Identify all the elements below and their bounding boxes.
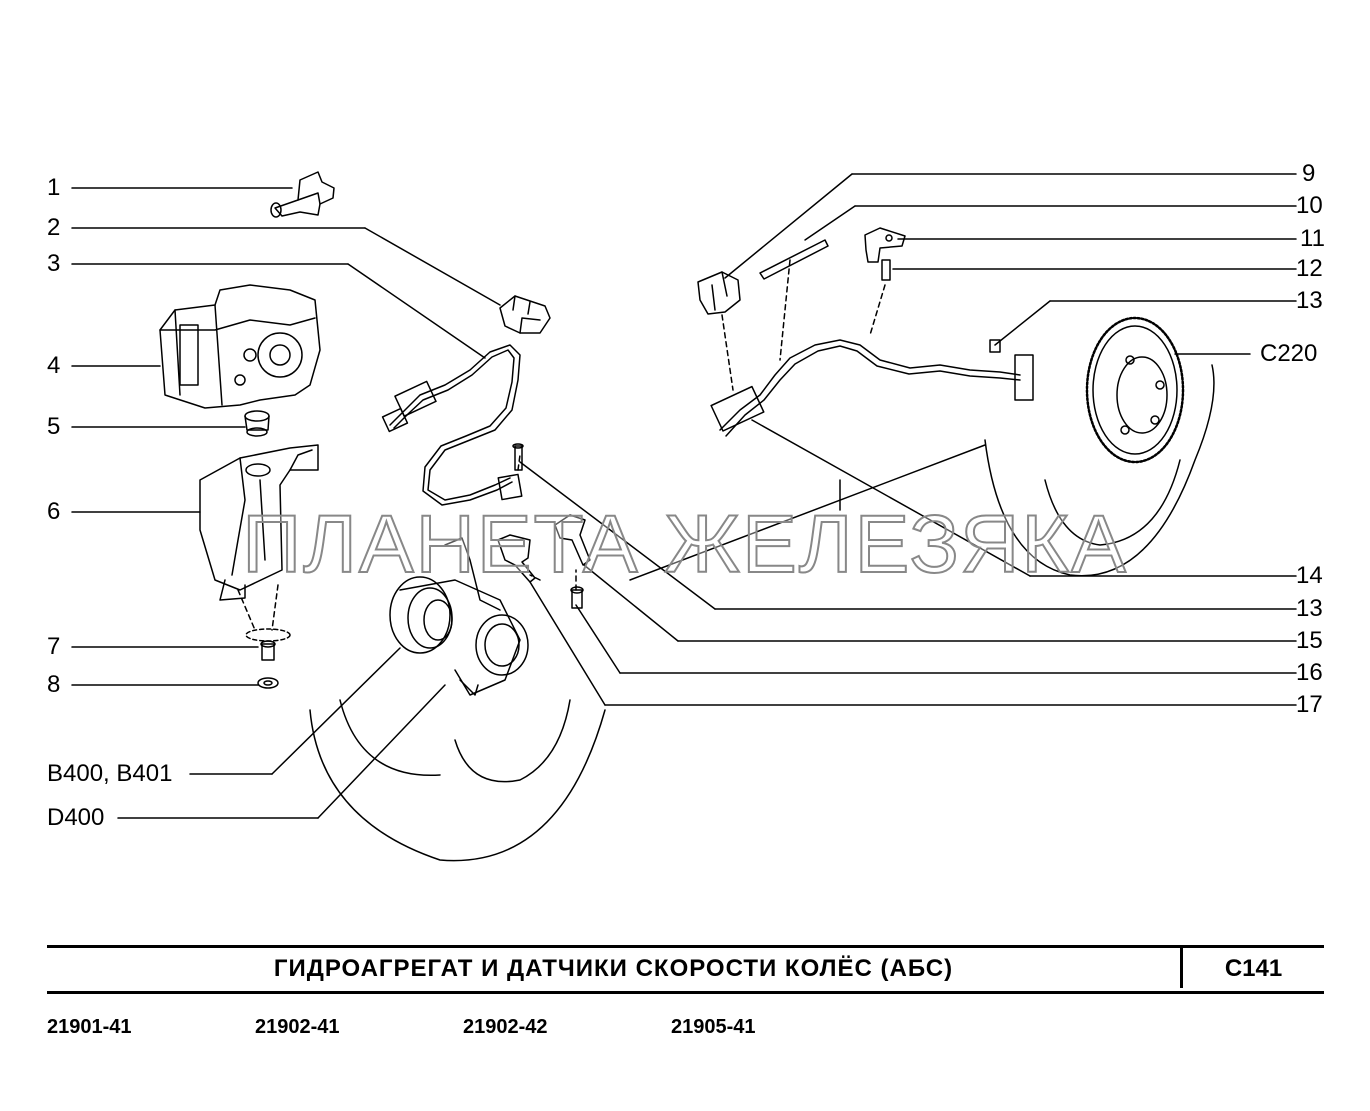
part-6-bracket bbox=[199, 444, 319, 601]
part-12-bolt bbox=[881, 259, 891, 281]
title-divider bbox=[1180, 945, 1183, 988]
title-frame bbox=[47, 945, 1324, 994]
part-3-harness bbox=[381, 344, 523, 506]
part-14-rear-harness bbox=[710, 339, 1034, 437]
callout-2: 2 bbox=[47, 214, 61, 241]
part-13-bolt-lower bbox=[512, 443, 524, 471]
watermark: ПЛАНЕТА ЖЕЛЕЗЯКА bbox=[241, 499, 1128, 591]
callout-13-lower: 13 bbox=[1296, 595, 1323, 622]
callout-16: 16 bbox=[1296, 659, 1323, 686]
leader-lines-right bbox=[519, 173, 1297, 706]
model-code: 21901-41 bbox=[47, 1016, 132, 1038]
callout-17: 17 bbox=[1296, 691, 1323, 718]
construction-lines bbox=[629, 444, 986, 581]
hub-bearing-assembly bbox=[309, 537, 606, 862]
callout-3: 3 bbox=[47, 250, 61, 277]
callout-4: 4 bbox=[47, 352, 61, 379]
part-15-bracket bbox=[554, 514, 591, 566]
part-16-bolt bbox=[570, 586, 584, 609]
part-5-grommet bbox=[244, 410, 270, 437]
part-10-strap bbox=[759, 239, 829, 280]
callout-d400: D400 bbox=[47, 804, 105, 831]
callout-15: 15 bbox=[1296, 627, 1323, 654]
model-code: 21905-41 bbox=[671, 1016, 756, 1038]
callout-11: 11 bbox=[1300, 225, 1325, 252]
callout-10: 10 bbox=[1296, 192, 1323, 219]
callout-8: 8 bbox=[47, 671, 61, 698]
part-11-bracket bbox=[864, 227, 906, 263]
callout-14: 14 bbox=[1296, 562, 1323, 589]
part-4-abs-unit bbox=[159, 284, 321, 409]
callout-5: 5 bbox=[47, 413, 61, 440]
callout-7: 7 bbox=[47, 633, 61, 660]
c220-reluctor-ring bbox=[984, 316, 1215, 577]
diagram-title: ГИДРОАГРЕГАТ И ДАТЧИКИ СКОРОСТИ КОЛЁС (А… bbox=[273, 955, 954, 982]
callout-9: 9 bbox=[1302, 160, 1316, 187]
part-8-washer bbox=[257, 677, 279, 689]
leader-lines-left bbox=[71, 187, 501, 819]
callout-13-upper: 13 bbox=[1296, 287, 1323, 314]
callout-6: 6 bbox=[47, 498, 61, 525]
model-code: 21902-41 bbox=[255, 1016, 340, 1038]
part-9-clip bbox=[697, 271, 741, 315]
callout-1: 1 bbox=[47, 174, 61, 201]
part-17-bracket bbox=[497, 534, 536, 583]
part-2-bracket bbox=[499, 295, 551, 334]
model-code: 21902-42 bbox=[463, 1016, 548, 1038]
part-1-connector bbox=[270, 171, 335, 218]
part-13-bolt-upper bbox=[989, 339, 1001, 353]
callout-12: 12 bbox=[1296, 255, 1323, 282]
sheet-code: C141 bbox=[1224, 955, 1283, 982]
part-7-bolt bbox=[245, 628, 291, 661]
callout-c220: C220 bbox=[1260, 340, 1318, 367]
callout-b400-b401: B400, B401 bbox=[47, 760, 173, 787]
